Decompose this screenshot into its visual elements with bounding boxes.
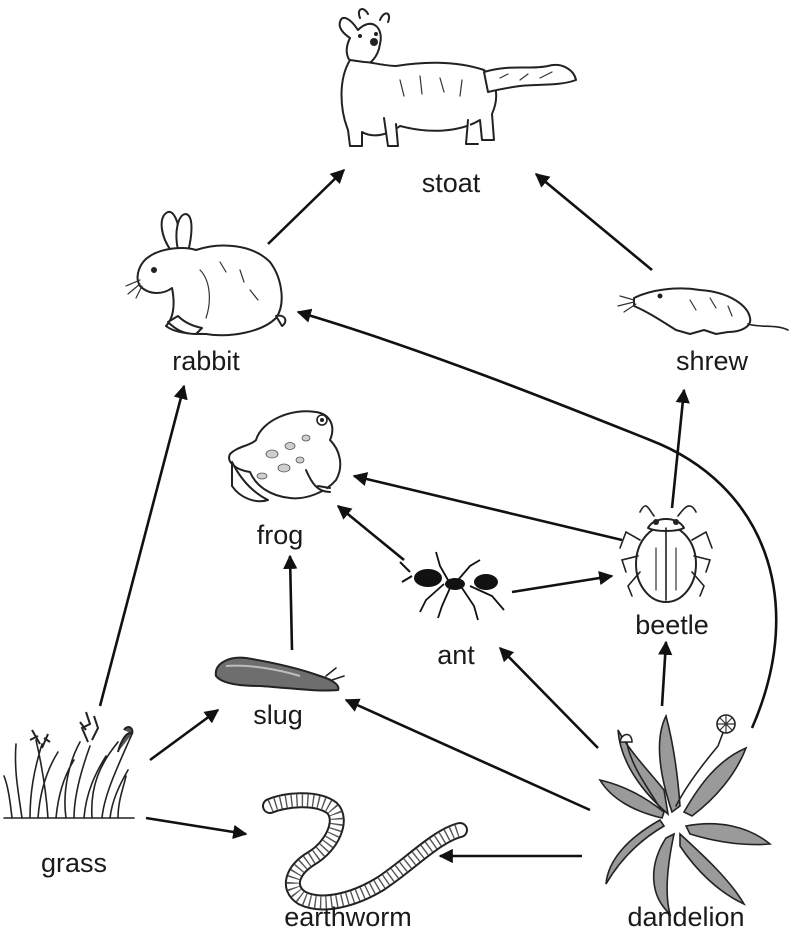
label-slug: slug bbox=[253, 700, 303, 730]
arrow-ant-to-frog bbox=[338, 506, 404, 560]
dandelion-illustration bbox=[600, 715, 770, 914]
shrew-illustration bbox=[618, 288, 788, 334]
arrow-beetle-to-frog bbox=[354, 476, 622, 540]
arrow-dandelion-to-beetle bbox=[662, 642, 666, 706]
label-frog: frog bbox=[257, 520, 304, 550]
label-ant: ant bbox=[437, 640, 475, 670]
arrow-dandelion-to-ant bbox=[500, 648, 598, 748]
stoat-illustration bbox=[340, 9, 576, 146]
label-beetle: beetle bbox=[635, 610, 709, 640]
arrow-slug-to-frog bbox=[290, 556, 292, 650]
label-shrew: shrew bbox=[676, 346, 749, 376]
rabbit-illustration bbox=[126, 212, 285, 335]
label-rabbit: rabbit bbox=[172, 346, 240, 376]
arrow-grass-to-rabbit bbox=[100, 386, 184, 706]
arrow-grass-to-slug bbox=[150, 710, 218, 760]
arrow-grass-to-earthworm bbox=[146, 818, 246, 834]
slug-illustration bbox=[216, 658, 344, 691]
grass-illustration bbox=[4, 712, 134, 818]
ant-illustration bbox=[400, 552, 504, 620]
label-earthworm: earthworm bbox=[284, 902, 412, 932]
beetle-illustration bbox=[620, 506, 712, 602]
frog-illustration bbox=[229, 411, 340, 501]
arrow-shrew-to-stoat bbox=[536, 174, 652, 270]
arrow-rabbit-to-stoat bbox=[268, 170, 344, 244]
arrow-beetle-to-shrew bbox=[672, 390, 684, 508]
arrow-ant-to-beetle bbox=[512, 576, 612, 592]
label-dandelion: dandelion bbox=[627, 902, 744, 932]
earthworm-illustration bbox=[270, 800, 460, 902]
label-stoat: stoat bbox=[422, 168, 481, 198]
label-grass: grass bbox=[41, 848, 107, 878]
arrow-dandelion-to-slug bbox=[346, 700, 590, 810]
